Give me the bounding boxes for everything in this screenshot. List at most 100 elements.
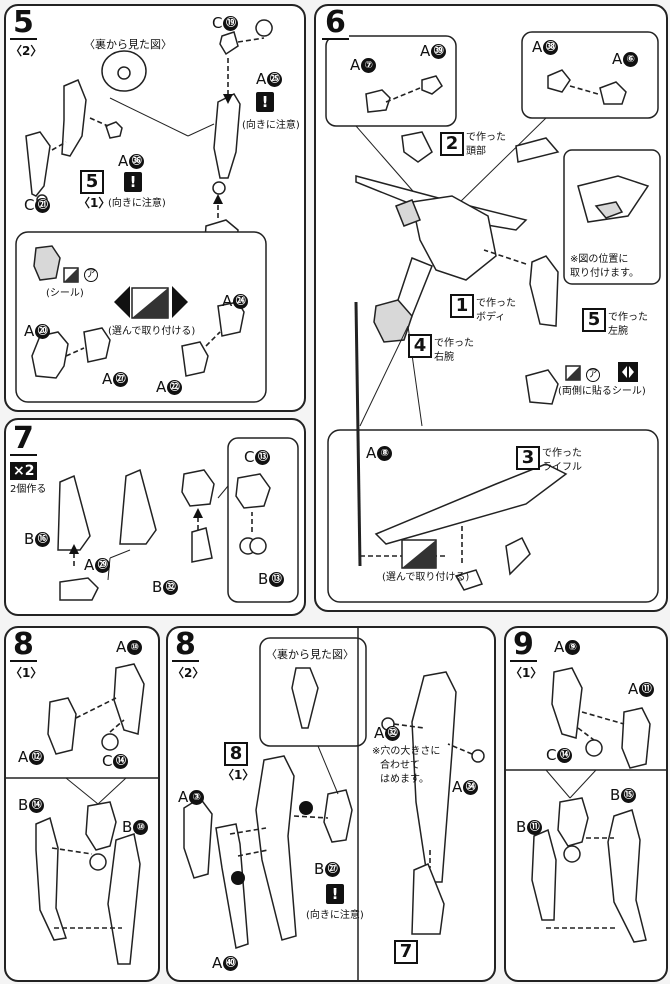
ref-step-7: 7 — [394, 940, 418, 964]
warning-icon: ! — [124, 172, 142, 192]
rifle-shape — [374, 463, 568, 545]
step5-caution-2: (向きに注意) — [108, 198, 166, 209]
ref-body-made: で作った — [476, 298, 516, 309]
step5-sub: 〈2〉 — [10, 44, 43, 58]
ref-step-8-sub: 〈1〉 — [222, 768, 255, 782]
body-shape — [411, 195, 497, 281]
step8b-back-view-label: 〈裏から見た図〉 — [266, 648, 354, 661]
step5-back-view-label: 〈裏から見た図〉 — [84, 38, 172, 51]
warning-icon: ! — [256, 92, 274, 112]
step6-illustration — [325, 31, 661, 603]
step9-illustration — [506, 667, 666, 943]
ref-step-5-sub: 〈1〉 — [78, 196, 111, 210]
step8b-note-3: はめます。 — [380, 774, 429, 785]
step8a-number: 8 — [10, 630, 37, 662]
part-c19-shape — [219, 31, 239, 56]
ref-rarm-box: 4 — [408, 334, 432, 358]
note-position: ※図の位置に — [570, 254, 629, 265]
part-a36-shape — [105, 121, 123, 139]
hand-a27-shape — [83, 327, 111, 363]
step6-number: 6 — [322, 8, 349, 40]
step5-illustration — [15, 19, 273, 403]
times-two-badge: ×2 — [10, 462, 38, 480]
ref-rifle-box: 3 — [516, 446, 540, 470]
step5-number: 5 — [10, 8, 37, 40]
step9-number: 9 — [510, 630, 537, 662]
ref-larm-label: 左腕 — [608, 326, 628, 337]
ref-larm-box: 5 — [582, 308, 606, 332]
step8b-caution: (向きに注意) — [306, 910, 364, 921]
step8b-sub: 〈2〉 — [172, 666, 205, 680]
step8b-illustration — [183, 628, 485, 980]
choose-label: (選んで取り付ける) — [108, 326, 196, 337]
ref-body-box: 1 — [450, 294, 474, 318]
warning-icon: ! — [326, 884, 344, 904]
ref-rarm-label: 右腕 — [434, 352, 454, 363]
head-antenna-shape — [515, 137, 560, 163]
upper-arm-shape — [213, 93, 241, 179]
hand-a20-shape — [31, 331, 69, 379]
seal-label: (シール) — [46, 288, 84, 299]
step8a-sub: 〈1〉 — [10, 666, 43, 680]
step5-caution-1: (向きに注意) — [242, 120, 300, 131]
seal-mark: ア — [586, 368, 600, 382]
head-detail-box-1 — [325, 35, 457, 127]
seal-both-label: (両側に貼るシール) — [558, 386, 646, 397]
forearm-cover-shape — [25, 131, 51, 197]
hand-a22-shape — [181, 341, 209, 377]
step8a-illustration — [6, 663, 158, 965]
step8b-note-2: 合わせて — [380, 760, 420, 771]
choose-label: (選んで取り付ける) — [382, 572, 470, 583]
ref-rifle-made: で作った — [542, 448, 582, 459]
ref-body-label: ボディ — [476, 312, 506, 323]
forearm-part-shape — [61, 79, 87, 157]
step9-sub: 〈1〉 — [510, 666, 543, 680]
step7-number: 7 — [10, 424, 37, 456]
step8b-number: 8 — [172, 630, 199, 662]
note-attach: 取り付けます。 — [570, 268, 639, 279]
step8b-note-1: ※穴の大きさに — [372, 746, 441, 757]
seal-mark: ア — [84, 268, 98, 282]
ref-head-made: で作った — [466, 132, 506, 143]
ref-step-5: 5 — [80, 170, 104, 194]
ref-head-label: 頭部 — [466, 146, 486, 157]
make-two-label: 2個作る — [10, 484, 47, 495]
